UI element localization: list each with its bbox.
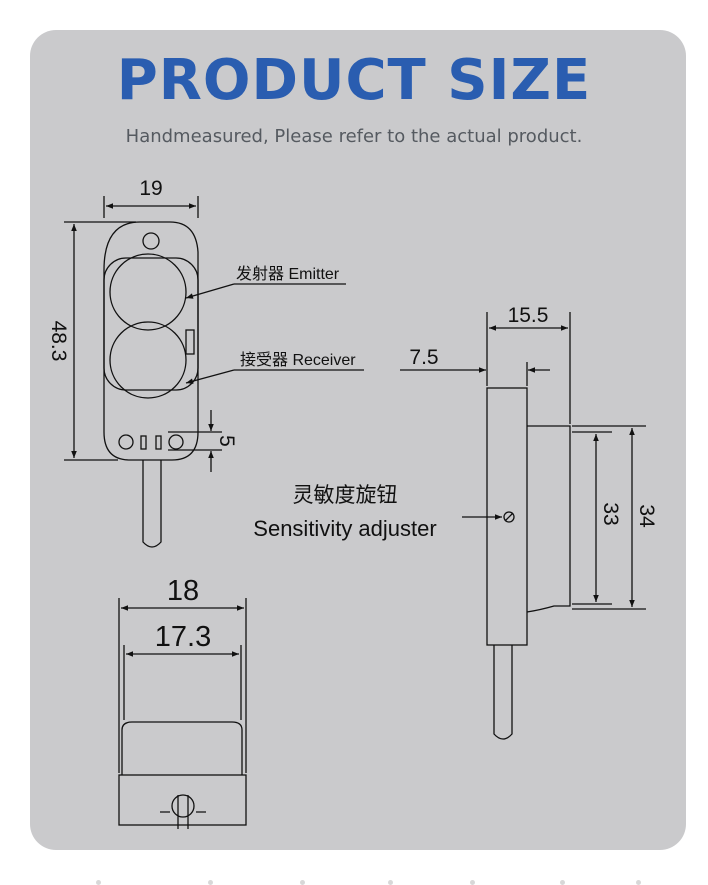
bottom-base-plate (118, 774, 247, 826)
front-height-dimension: 48.3 (47, 321, 70, 362)
page-title: PRODUCT SIZE (116, 48, 592, 113)
side-depth-dimension: 15.5 (508, 304, 549, 327)
adjuster-label-en: Sensitivity adjuster (253, 516, 436, 541)
side-cable (493, 645, 513, 740)
side-notch (185, 329, 195, 355)
side-inner-height-dimension: 33 (599, 502, 622, 525)
slot-dimension: 5 (215, 435, 238, 447)
front-cable (142, 460, 162, 548)
mount-hole-top (142, 232, 160, 250)
side-body-dimension: 7.5 (409, 346, 438, 369)
front-view (64, 196, 364, 548)
receiver-lens (109, 321, 187, 399)
page-subtitle: Handmeasured, Please refer to the actual… (125, 126, 583, 147)
slot-1 (140, 435, 147, 450)
side-view (400, 312, 646, 740)
mount-hole-left (118, 434, 134, 450)
bottom-inner-width-dimension: 17.3 (155, 621, 211, 653)
bottom-decoration-dots (0, 876, 708, 885)
emitter-label: 发射器 Emitter (236, 265, 340, 283)
emitter-lens (109, 253, 187, 331)
slot-2 (155, 435, 162, 450)
lens-frame (103, 257, 199, 391)
side-lens-housing (526, 425, 571, 613)
bottom-outer-width-dimension: 18 (167, 575, 199, 607)
bottom-upper-housing (121, 721, 243, 775)
front-width-dimension: 19 (139, 177, 162, 200)
front-body-outline (103, 221, 199, 461)
adjuster-label-cn: 灵敏度旋钮 (293, 484, 398, 507)
receiver-label: 接受器 Receiver (240, 351, 356, 369)
cable-socket (171, 794, 195, 818)
product-size-card (30, 30, 686, 850)
side-outer-height-dimension: 34 (635, 504, 658, 528)
bottom-view (118, 598, 247, 829)
adjuster-screw (503, 511, 515, 523)
mount-hole-right (168, 434, 184, 450)
